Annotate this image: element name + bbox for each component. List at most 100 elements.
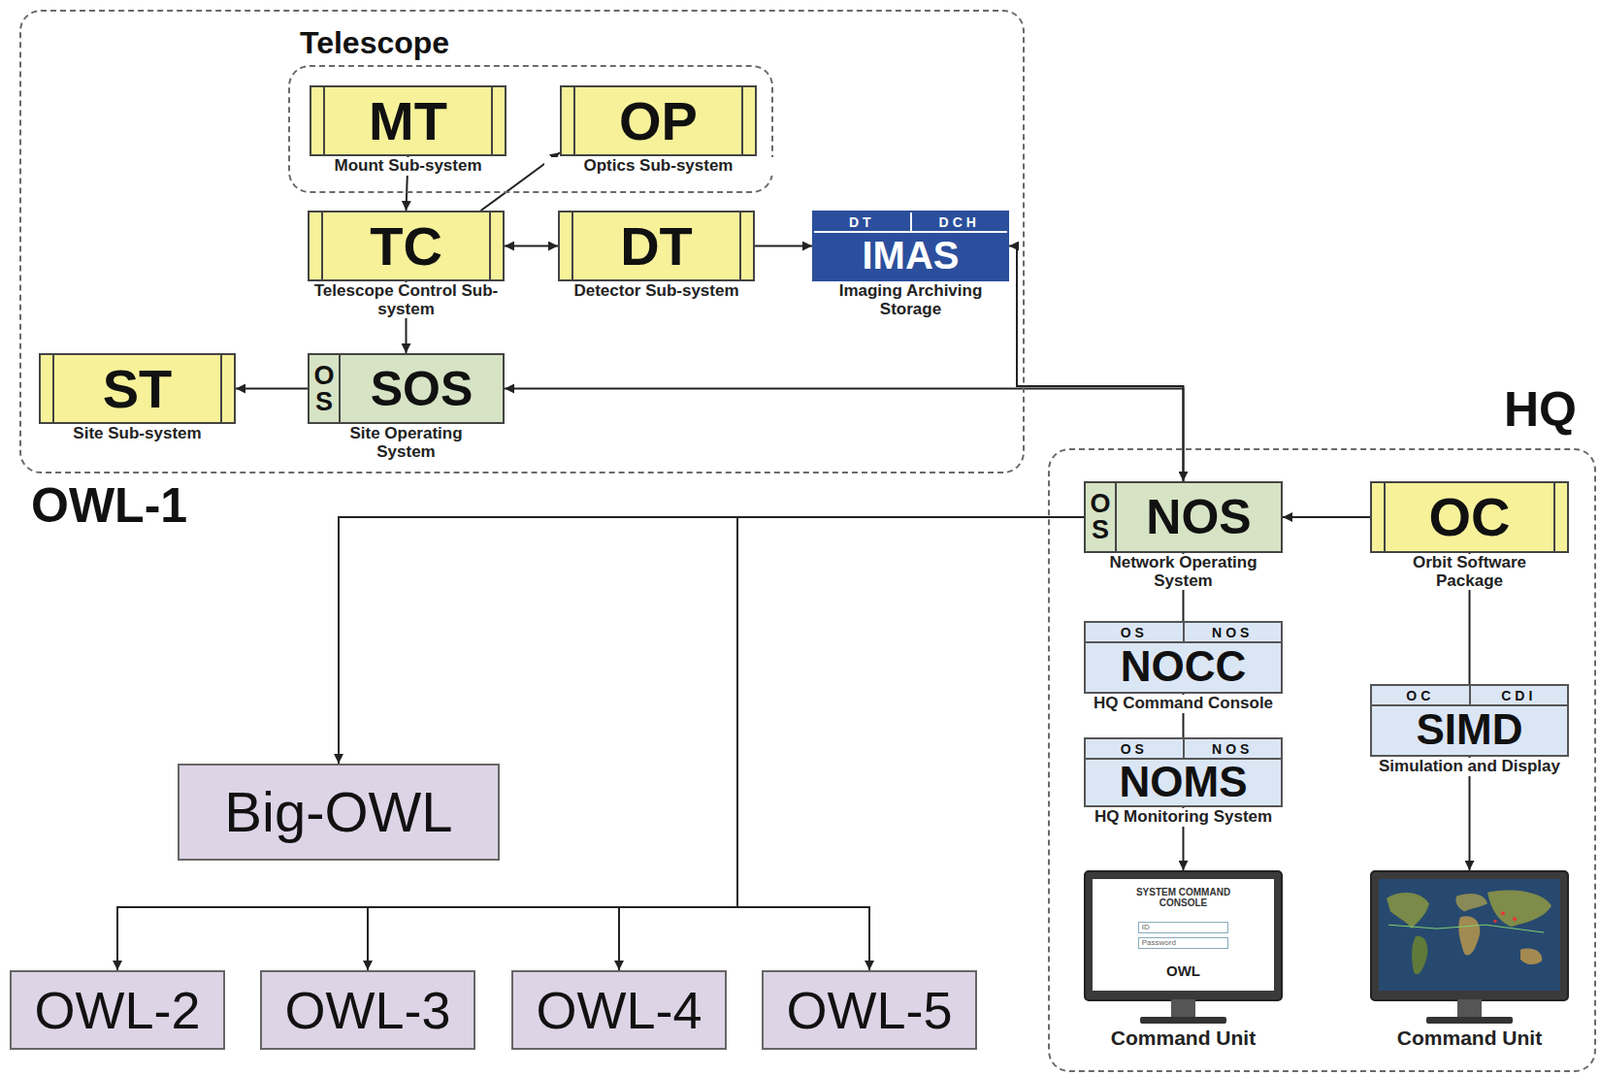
- connector: [338, 517, 1084, 764]
- box-label: TC: [369, 219, 443, 274]
- connector: [504, 389, 1184, 483]
- box-label: NOS: [1145, 492, 1251, 542]
- box-label: SOS: [370, 364, 474, 414]
- box-caption: Imaging Archiving Storage: [811, 282, 1012, 319]
- side-bar: [490, 87, 493, 155]
- connector: [504, 245, 558, 248]
- logo-text: OWL: [1092, 962, 1274, 980]
- box-caption: Site Sub-system: [23, 424, 253, 444]
- box-caption: Optics Sub-system: [544, 157, 774, 176]
- side-bar: [52, 355, 55, 423]
- connector: [1009, 246, 1184, 483]
- header-strip: OSNOS: [1085, 739, 1281, 760]
- box-label: OC: [1429, 489, 1511, 545]
- box-label: SIMD: [1416, 708, 1524, 752]
- box-label: Big-OWL: [224, 783, 453, 841]
- process-box: OWL-2: [9, 970, 226, 1050]
- process-box: OCOrbit Software Package: [1370, 481, 1569, 554]
- strip-tag: OS: [1085, 622, 1185, 642]
- box-caption: HQ Command Console: [1064, 694, 1304, 714]
- strip-tag: NOS: [1184, 739, 1282, 758]
- box-label: NOCC: [1120, 645, 1247, 688]
- box-caption: Orbit Software Package: [1384, 554, 1556, 590]
- monitor-base: [1426, 1016, 1512, 1024]
- box-label: OWL-3: [284, 983, 451, 1037]
- process-box: DTDCHIMASImaging Archiving Storage: [812, 210, 1010, 282]
- screen: [1378, 879, 1561, 991]
- process-box: DTDetector Sub-system: [557, 210, 755, 282]
- box-label: OWL-5: [785, 983, 952, 1037]
- unit-caption: Command Unit: [1108, 1026, 1259, 1049]
- strip-tag: DT: [814, 212, 913, 231]
- process-box: OWL-4: [511, 970, 727, 1050]
- group-frame: TelescopeMTMount Sub-systemOPOptics Sub-…: [288, 65, 774, 194]
- box-label: NOMS: [1119, 760, 1248, 804]
- os-tag: OS: [311, 362, 338, 416]
- box-caption: Telescope Control Sub-system: [306, 282, 507, 319]
- header-strip: OCCDI: [1371, 685, 1568, 707]
- box-caption: Simulation and Display: [1350, 757, 1590, 777]
- connector: [754, 245, 813, 248]
- group-frame: OWL-1TelescopeMTMount Sub-systemOPOptics…: [19, 9, 1025, 474]
- connector: [1282, 516, 1371, 519]
- group-frame: HQOSNOSNetwork Operating SystemOCOrbit S…: [1047, 448, 1597, 1073]
- os-column: OS: [1085, 483, 1117, 552]
- unit-caption: Command Unit: [1394, 1026, 1545, 1049]
- side-bar: [1383, 483, 1386, 552]
- monitor-stand: [1171, 999, 1195, 1017]
- process-box: OWL-5: [761, 970, 978, 1050]
- os-column: OS: [309, 355, 341, 423]
- box-caption: Network Operating System: [1088, 554, 1279, 590]
- process-box: TCTelescope Control Sub-system: [307, 210, 505, 282]
- process-box: OWL-3: [260, 970, 476, 1050]
- side-bar: [220, 355, 223, 423]
- connector: [737, 517, 1084, 971]
- box-label: OP: [619, 94, 698, 149]
- process-box: OSNOSNetwork Operating System: [1083, 481, 1283, 554]
- connector: [619, 517, 1084, 971]
- box-label: OWL-2: [33, 983, 200, 1037]
- process-box: OPOptics Sub-system: [559, 85, 757, 157]
- input-field: Password: [1138, 937, 1230, 949]
- box-label: OWL-4: [535, 983, 702, 1037]
- header-strip: OSNOS: [1085, 622, 1281, 644]
- side-bar: [741, 87, 744, 155]
- group-heading: OWL-1: [31, 481, 188, 530]
- screen: SYSTEM COMMAND CONSOLEIDPasswordOWL: [1092, 879, 1274, 991]
- process-box: OSSOSSite Operating System: [307, 353, 505, 425]
- box-label: IMAS: [862, 235, 960, 275]
- box-label: MT: [368, 94, 448, 149]
- side-bar: [573, 87, 576, 155]
- header-strip: DTDCH: [814, 212, 1008, 233]
- world-map: [1378, 879, 1561, 991]
- monitor: Command Unit: [1370, 870, 1569, 1002]
- group-heading: HQ: [1503, 385, 1577, 434]
- side-bar: [489, 212, 491, 280]
- box-label: ST: [102, 361, 173, 417]
- strip-tag: DCH: [912, 212, 1009, 231]
- side-bar: [1553, 483, 1556, 552]
- monitor: SYSTEM COMMAND CONSOLEIDPasswordOWLComma…: [1083, 870, 1283, 1002]
- side-bar: [323, 87, 326, 155]
- process-box: Big-OWL: [177, 763, 500, 861]
- box-caption: Detector Sub-system: [542, 282, 772, 301]
- monitor-base: [1140, 1016, 1226, 1024]
- strip-tag: NOS: [1184, 622, 1282, 642]
- side-bar: [739, 212, 742, 280]
- strip-tag: CDI: [1470, 685, 1568, 705]
- connector: [117, 517, 1084, 971]
- input-field: ID: [1138, 921, 1230, 934]
- box-label: DT: [620, 219, 693, 274]
- strip-tag: OC: [1371, 685, 1471, 705]
- process-box: OCCDISIMDSimulation and Display: [1370, 684, 1569, 757]
- os-tag: OS: [1087, 490, 1114, 544]
- strip-tag: OS: [1085, 739, 1185, 758]
- process-box: OSNOSNOMSHQ Monitoring System: [1083, 737, 1283, 808]
- box-caption: HQ Monitoring System: [1064, 808, 1304, 827]
- process-box: MTMount Sub-system: [309, 85, 507, 157]
- box-caption: Mount Sub-system: [293, 157, 523, 176]
- process-box: STSite Sub-system: [38, 353, 236, 425]
- connector: [235, 388, 308, 391]
- side-bar: [571, 212, 574, 280]
